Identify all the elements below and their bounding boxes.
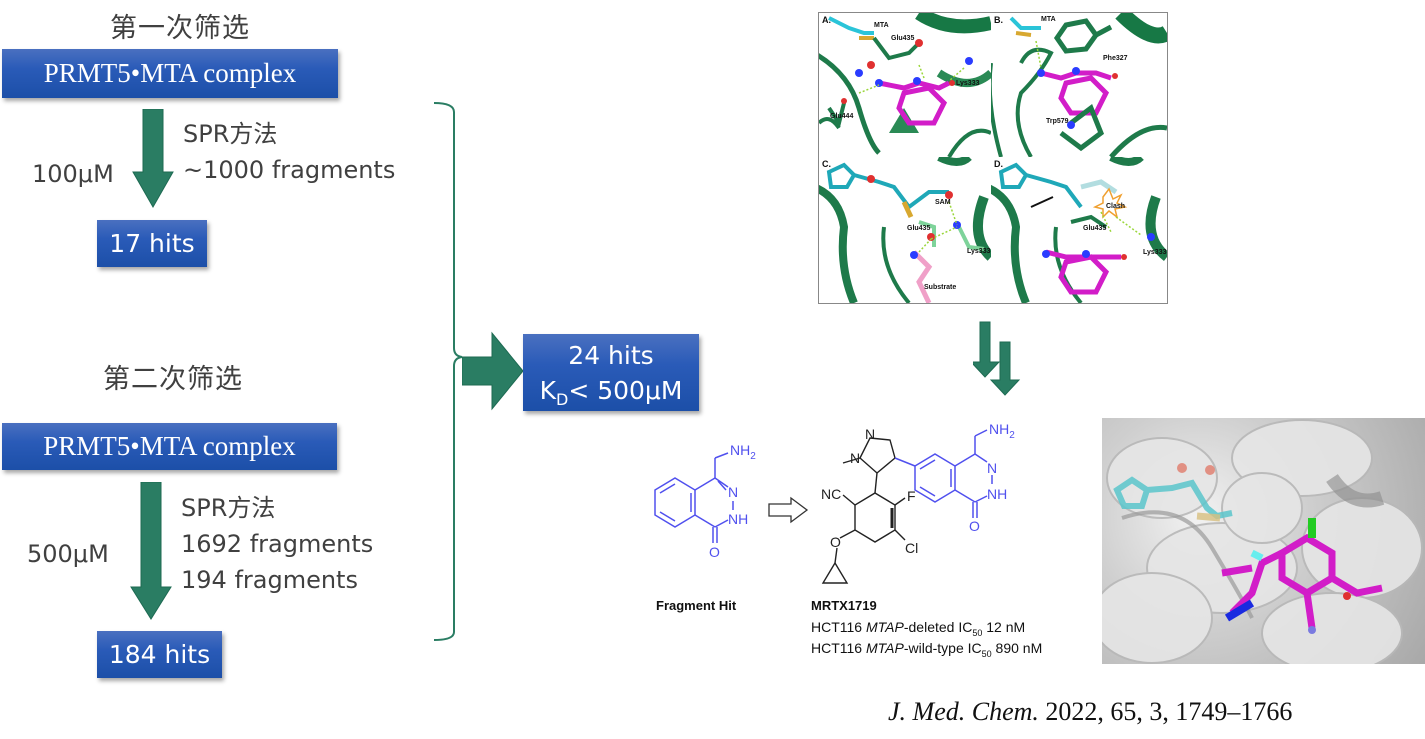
combined-result-box: 24 hits KD< 500μM [523, 334, 699, 411]
optimization-arrows [969, 320, 1033, 404]
panel-c-residue-substrate: Substrate [924, 284, 957, 291]
panel-d-residue-clash: Clash [1106, 203, 1126, 210]
mrtx-atom-n2: N [850, 450, 861, 466]
screen1-library: ~1000 fragments [183, 156, 396, 184]
screen1-title: 第一次筛选 [110, 13, 250, 44]
citation: J. Med. Chem. 2022, 65, 3, 1749–1766 [888, 697, 1292, 727]
ic50-deleted: HCT116 MTAP-deleted IC50 12 nM [811, 619, 1026, 638]
ic50-wild-type: HCT116 MTAP-wild-type IC50 890 nM [811, 640, 1043, 659]
mrtx-atom-o-ether: O [830, 534, 841, 550]
mrtx-atom-n3: N [987, 460, 998, 476]
panel-a-residue-glu435: Glu435 [891, 35, 915, 42]
structure-panel-c: C. SAM Glu435 Lys333 Substrate [819, 157, 992, 303]
panel-c-label: C. [822, 159, 831, 169]
panel-a-residue-glu444: Glu444 [830, 113, 854, 120]
screen1-down-arrow [132, 109, 174, 209]
fragment-atom-nh2: NH2 [730, 442, 756, 462]
crystal-structure-figure: A. MTA Glu435 Lys333 Glu444 B. MTA Phe32… [818, 12, 1168, 304]
panel-b-residue-phe327: Phe327 [1103, 55, 1128, 62]
compound-name: MRTX1719 [811, 598, 877, 613]
mrtx-atom-nh: NH [987, 486, 1008, 502]
merge-arrow [462, 331, 526, 413]
hollow-arrow-icon [767, 496, 811, 528]
structure-panel-d: D. Clash Glu435 Lys333 [991, 157, 1167, 303]
mrtx-atom-n1: N [865, 426, 876, 442]
fragment-hit-structure: NH2 N NH O [640, 442, 780, 575]
panel-d-label: D. [994, 159, 1003, 169]
panel-b-residue-trp579: Trp579 [1046, 118, 1069, 125]
fragment-hit-caption: Fragment Hit [656, 598, 737, 613]
screen1-concentration: 100μM [32, 160, 114, 188]
mrtx-atom-o-carbonyl: O [969, 518, 980, 534]
screen2-library-2: 194 fragments [181, 566, 358, 594]
screen2-concentration: 500μM [27, 540, 109, 568]
screen1-method: SPR方法 [183, 120, 278, 148]
mrtx-atom-f: F [907, 488, 916, 504]
structure-panel-b: B. MTA Phe327 Trp579 [991, 13, 1167, 158]
fragment-atom-n: N [728, 484, 739, 500]
panel-c-residue-sam: SAM [935, 199, 951, 206]
panel-c-residue-lys333: Lys333 [967, 248, 991, 255]
combined-kd: KD< 500μM [539, 376, 683, 409]
docking-pose-image [1102, 418, 1425, 664]
screen2-method: SPR方法 [181, 494, 276, 522]
fragment-atom-nh: NH [728, 511, 749, 527]
citation-details: 2022, 65, 3, 1749–1766 [1038, 697, 1293, 726]
screen2-target-box: PRMT5•MTA complex [2, 423, 337, 470]
structure-panel-a: A. MTA Glu435 Lys333 Glu444 [819, 13, 992, 158]
panel-a-residue-mta: MTA [874, 22, 889, 29]
screen2-down-arrow [130, 482, 172, 622]
screen2-library: 1692 fragments [181, 530, 374, 558]
mrtx1719-structure: N N NC F Cl O NH2 N NH O [815, 418, 1045, 598]
panel-b-label: B. [994, 15, 1003, 25]
fragment-atom-o: O [709, 544, 720, 560]
panel-d-residue-lys333: Lys333 [1143, 249, 1167, 256]
screen2-title: 第二次筛选 [103, 364, 243, 395]
mrtx-atom-nh2: NH2 [989, 421, 1015, 441]
combined-hits: 24 hits [568, 341, 654, 370]
panel-a-label: A. [822, 15, 831, 25]
citation-journal: J. Med. Chem. [888, 697, 1039, 726]
panel-d-residue-glu435: Glu435 [1083, 225, 1107, 232]
screen1-target-box: PRMT5•MTA complex [2, 49, 338, 98]
mrtx-atom-nc: NC [821, 486, 842, 502]
screen2-result-box: 184 hits [97, 631, 222, 678]
panel-b-residue-mta: MTA [1041, 16, 1056, 23]
mrtx-atom-cl: Cl [905, 540, 919, 556]
panel-c-residue-glu435: Glu435 [907, 225, 931, 232]
panel-a-residue-lys333: Lys333 [956, 80, 980, 87]
screen1-result-box: 17 hits [97, 220, 207, 267]
